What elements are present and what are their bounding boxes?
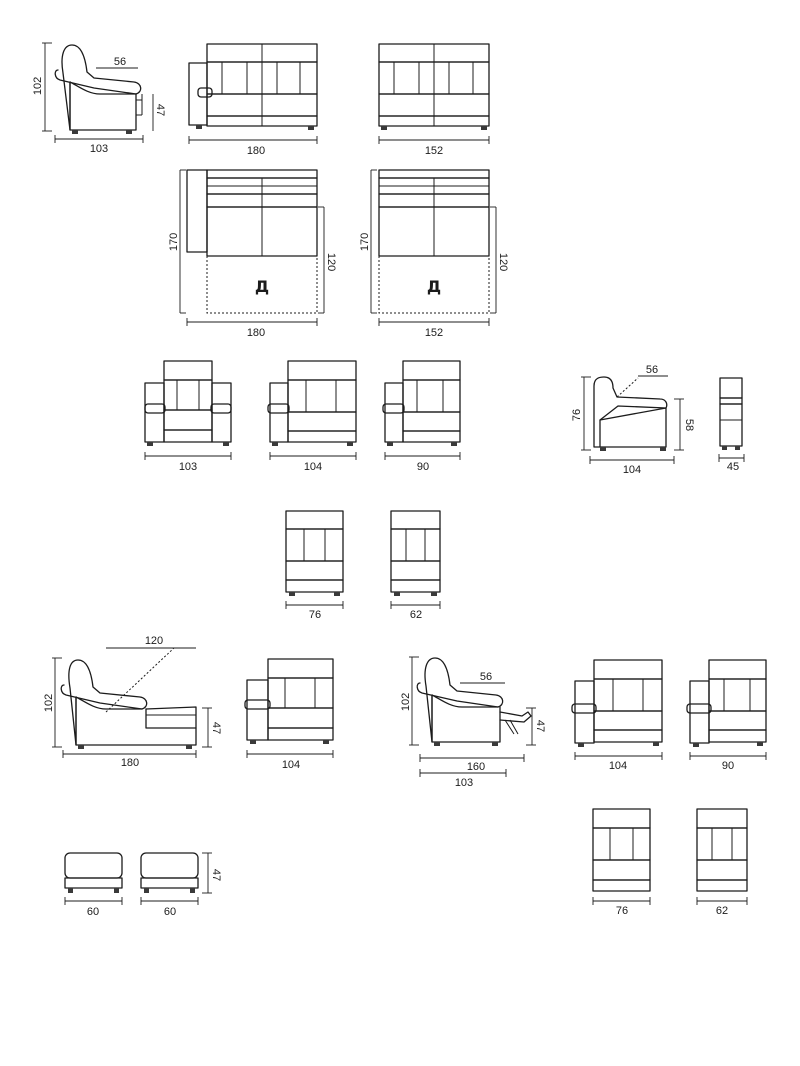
dim-label: 47 [210,869,222,881]
dim-label: 62 [410,609,422,621]
sofa-2-bed-top-view: Д 170 120 152 [359,169,509,339]
dim-label: 102 [32,77,44,95]
sofa-3-bed-top-view: Д 170 120 180 [168,169,337,339]
dim-label: 47 [154,104,166,116]
dim-label: 58 [683,419,695,431]
recliner-front-90-view: 90 [686,659,767,772]
dim-label: 60 [87,906,99,918]
dim-label: 47 [534,720,546,732]
dim-label: 56 [114,56,126,68]
dim-label: 60 [164,906,176,918]
recliner-armless-76-view: 76 [592,808,651,917]
dim-label: 152 [425,145,443,157]
dim-label: 47 [210,722,222,734]
recliner-front-104-view: 104 [571,659,663,772]
dim-label: 120 [145,635,163,647]
dim-label: 104 [623,464,641,476]
corner-narrow-view: 45 [718,377,745,473]
dim-label: 102 [400,693,412,711]
armchair-front-view: 103 [144,360,232,473]
corner-side-view: 76 56 58 104 [571,364,695,476]
sofa-3-side-view: 102 56 47 103 [32,42,166,155]
module-one-arm-104-view: 104 [267,360,357,473]
sofa-2-front-view: 152 [378,43,490,157]
ottoman-a-view: 60 [64,852,123,918]
dim-label: 170 [168,233,180,251]
ottoman-b-view: 60 47 [140,852,222,918]
dim-label: 104 [282,759,300,771]
recliner-side-view: 102 56 47 160 103 [400,656,546,789]
chaise-side-view: 120 102 47 180 [43,635,222,769]
dim-label: 103 [90,143,108,155]
dim-label: 120 [325,253,337,271]
dim-label: 180 [121,757,139,769]
dim-label: 152 [425,327,443,339]
armless-62-view: 62 [390,510,441,621]
dim-label: 103 [455,777,473,789]
dim-label: 56 [480,671,492,683]
dim-label: 76 [571,409,583,421]
dim-label: 170 [359,233,371,251]
module-one-arm-90-view: 90 [382,360,461,473]
dim-label: 76 [616,905,628,917]
armless-76-view: 76 [285,510,344,621]
dim-label: 180 [247,327,265,339]
dim-label: 104 [304,461,322,473]
bed-mark: Д [255,277,269,296]
dim-label: 62 [716,905,728,917]
dim-label: 104 [609,760,627,772]
dim-label: 76 [309,609,321,621]
dim-label: 160 [467,761,485,773]
chaise-front-view: 104 [244,658,334,771]
dim-label: 103 [179,461,197,473]
dim-label: 45 [727,461,739,473]
dim-label: 180 [247,145,265,157]
dim-label: 56 [646,364,658,376]
bed-mark: Д [427,277,441,296]
dim-label: 102 [43,694,55,712]
dim-label: 120 [497,253,509,271]
recliner-armless-62-view: 62 [696,808,748,917]
dim-label: 90 [417,461,429,473]
sofa-3-front-view: 180 [188,43,318,157]
dim-label: 90 [722,760,734,772]
